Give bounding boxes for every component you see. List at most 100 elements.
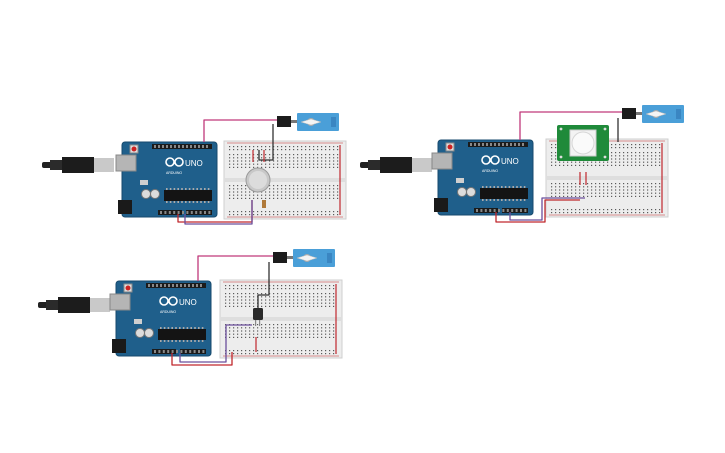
- header-pin: [520, 209, 522, 212]
- breadboard-hole: [631, 212, 633, 214]
- header-pin: [182, 145, 184, 148]
- breadboard-hole: [301, 166, 303, 168]
- breadboard-hole: [305, 350, 307, 352]
- usb-cable[interactable]: [38, 297, 110, 313]
- breadboard-hole: [595, 186, 597, 188]
- breadboard-hole: [281, 299, 283, 301]
- breadboard-hole: [277, 336, 279, 338]
- servo-connector: [273, 252, 287, 263]
- breadboard-hole: [571, 195, 573, 197]
- breadboard-hole: [321, 293, 323, 295]
- usb-cable[interactable]: [42, 157, 114, 173]
- breadboard-hole: [615, 158, 617, 160]
- potentiometer-knob-icon[interactable]: [245, 167, 271, 193]
- breadboard-hole: [313, 160, 315, 162]
- breadboard-hole: [325, 336, 327, 338]
- tilt-sensor-icon[interactable]: [253, 308, 263, 326]
- breadboard-hole: [273, 191, 275, 193]
- breadboard-hole: [285, 146, 287, 148]
- breadboard-hole: [631, 164, 633, 166]
- wire-servo-ground[interactable]: [257, 262, 270, 310]
- breadboard-hole: [229, 214, 231, 216]
- breadboard-hole: [297, 327, 299, 329]
- breadboard-hole: [325, 185, 327, 187]
- breadboard-hole: [293, 157, 295, 159]
- breadboard[interactable]: [219, 279, 343, 359]
- breadboard-hole: [257, 330, 259, 332]
- breadboard-hole: [647, 212, 649, 214]
- wire-signal[interactable]: [184, 200, 253, 225]
- breadboard-hole: [233, 302, 235, 304]
- breadboard-hole: [241, 194, 243, 196]
- wire-servo-ground[interactable]: [258, 124, 274, 161]
- breadboard-hole: [333, 327, 335, 329]
- breadboard-hole: [321, 214, 323, 216]
- breadboard-hole: [253, 163, 255, 165]
- breadboard-hole: [281, 296, 283, 298]
- wire-servo-power[interactable]: [519, 111, 624, 140]
- breadboard-hole: [281, 305, 283, 307]
- wire-servo-power[interactable]: [197, 255, 275, 281]
- micro-servo[interactable]: [273, 249, 335, 267]
- wire-power[interactable]: [171, 352, 233, 366]
- board-brand-label: ARDUINO: [166, 171, 182, 175]
- header-pin: [502, 209, 505, 212]
- usb-cable[interactable]: [360, 157, 432, 173]
- header-pin: [173, 211, 176, 214]
- breadboard-hole: [655, 144, 657, 146]
- wire-signal[interactable]: [509, 197, 585, 221]
- breadboard-hole: [269, 163, 271, 165]
- breadboard-hole: [611, 183, 613, 185]
- breadboard-hole: [241, 157, 243, 159]
- breadboard-hole: [257, 149, 259, 151]
- breadboard-hole: [289, 160, 291, 162]
- breadboard-hole: [265, 330, 267, 332]
- breadboard-hole: [329, 157, 331, 159]
- breadboard-hole: [635, 152, 637, 154]
- breadboard-hole: [293, 333, 295, 335]
- board-model-label: UNO: [501, 157, 519, 166]
- breadboard-hole: [635, 144, 637, 146]
- breadboard-hole: [229, 191, 231, 193]
- wire-signal[interactable]: [179, 324, 252, 363]
- breadboard-hole: [241, 188, 243, 190]
- wire-power[interactable]: [495, 199, 580, 223]
- micro-servo[interactable]: [622, 105, 684, 123]
- breadboard-hole: [317, 293, 319, 295]
- header-pin: [184, 284, 186, 287]
- breadboard-hole: [587, 183, 589, 185]
- wire-servo-power[interactable]: [203, 119, 280, 142]
- breadboard-hole: [305, 211, 307, 213]
- breadboard-hole: [301, 146, 303, 148]
- pir-sensor-icon[interactable]: [557, 125, 609, 161]
- reset-button-cap: [131, 146, 137, 152]
- breadboard-hole: [241, 293, 243, 295]
- breadboard-hole: [551, 147, 553, 149]
- breadboard-hole: [591, 164, 593, 166]
- breadboard-hole: [313, 211, 315, 213]
- servo-wire: [291, 120, 297, 123]
- breadboard-hole: [325, 163, 327, 165]
- breadboard-hole: [333, 350, 335, 352]
- chip-pin: [192, 201, 195, 203]
- micro-servo[interactable]: [277, 113, 339, 131]
- breadboard-hole: [651, 212, 653, 214]
- breadboard-hole: [237, 188, 239, 190]
- breadboard-hole: [313, 293, 315, 295]
- breadboard-hole: [269, 324, 271, 326]
- breadboard-hole: [265, 214, 267, 216]
- center-channel: [220, 317, 342, 321]
- breadboard-hole: [301, 296, 303, 298]
- breadboard[interactable]: [223, 140, 347, 220]
- breadboard-hole: [257, 160, 259, 162]
- breadboard-hole: [245, 166, 247, 168]
- header-pin: [511, 209, 514, 212]
- breadboard-hole: [643, 209, 645, 211]
